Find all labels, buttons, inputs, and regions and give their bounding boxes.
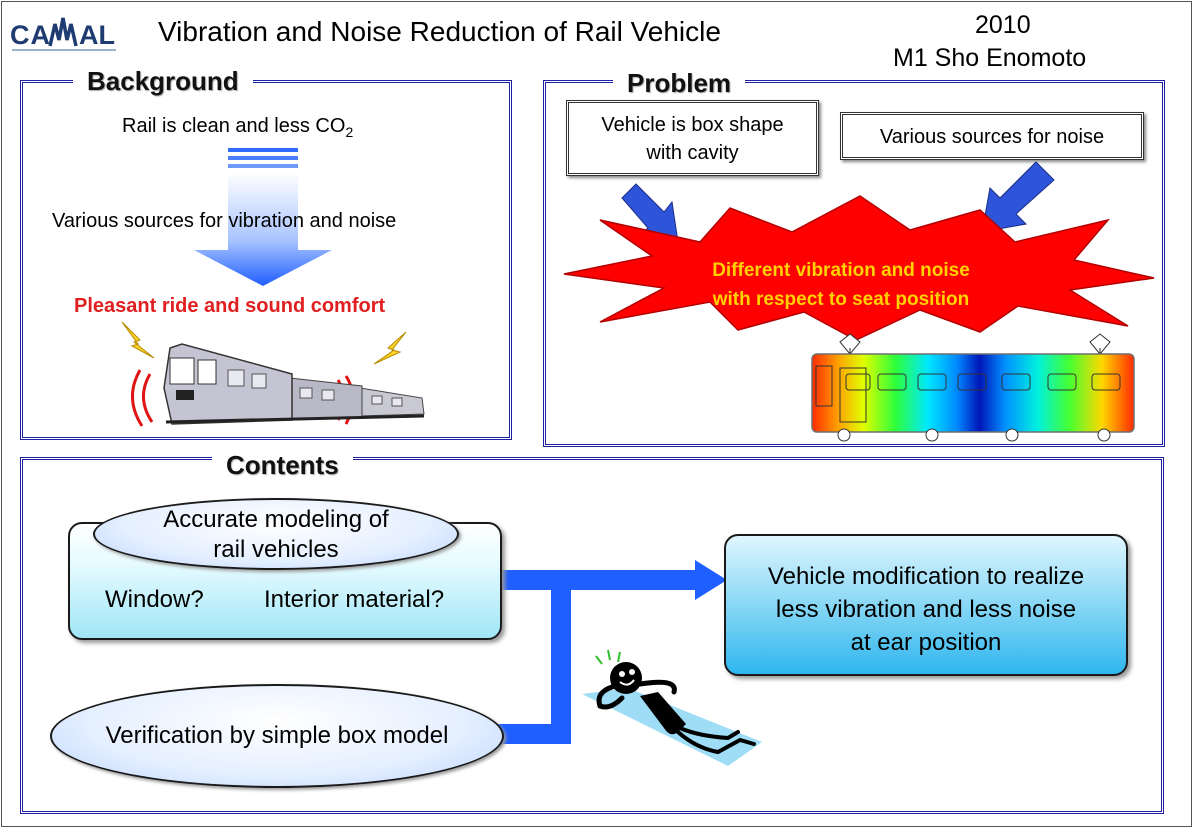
result-line1: Vehicle modification to realize [767, 563, 1085, 590]
result-line2: less vibration and less noise [775, 596, 1077, 623]
camal-logo: CA AL [10, 14, 120, 56]
background-panel [20, 80, 512, 440]
explosion-line1: Different vibration and noise [712, 260, 970, 281]
window-question: Window? [105, 586, 204, 613]
problem-heading: Problem [613, 68, 746, 99]
down-arrow [190, 146, 340, 288]
modeling-ellipse: Accurate modeling of rail vehicles [93, 498, 459, 570]
contents-panel [20, 457, 1164, 814]
box-shape-note: Vehicle is box shape with cavity [566, 100, 819, 176]
background-heading: Background [73, 66, 253, 97]
contents-heading: Contents [212, 450, 353, 481]
result-line3: at ear position [850, 629, 1002, 656]
box-shape-line1: Vehicle is box shape [601, 114, 784, 136]
rail-clean-text: Rail is clean and less CO2 [122, 115, 354, 140]
year-label: 2010 [975, 11, 1031, 39]
verification-ellipse: Verification by simple box model [50, 684, 504, 788]
svg-text:CA: CA [10, 20, 51, 50]
pleasant-ride-text: Pleasant ride and sound comfort [74, 295, 386, 317]
box-shape-line2: with cavity [646, 142, 739, 164]
noise-sources-text: Various sources for noise [879, 126, 1105, 148]
explosion-callout: Different vibration and noise with respe… [560, 190, 1156, 345]
result-box: Vehicle modification to realize less vib… [724, 534, 1128, 676]
vibration-sources-text: Various sources for vibration and noise [52, 210, 397, 232]
svg-text:AL: AL [79, 20, 115, 50]
explosion-text: Different vibration and noise with respe… [560, 256, 1122, 314]
verification-text: Verification by simple box model [105, 722, 449, 749]
author-label: M1 Sho Enomoto [893, 44, 1087, 72]
noise-sources-note: Various sources for noise [840, 112, 1144, 160]
blue-arrow-right [976, 160, 1056, 234]
interior-question: Interior material? [264, 586, 445, 613]
blue-arrow-left [618, 180, 688, 246]
page-title: Vibration and Noise Reduction of Rail Ve… [158, 16, 721, 47]
connector-arrows [495, 558, 740, 748]
modeling-line2: rail vehicles [213, 536, 339, 563]
problem-panel [543, 80, 1165, 447]
relaxing-person-illustration [578, 648, 780, 772]
vehicle-heatmap [810, 326, 1140, 442]
explosion-line2: with respect to seat position [712, 289, 970, 310]
modeling-line1: Accurate modeling of [163, 506, 389, 533]
train-illustration [110, 318, 440, 433]
